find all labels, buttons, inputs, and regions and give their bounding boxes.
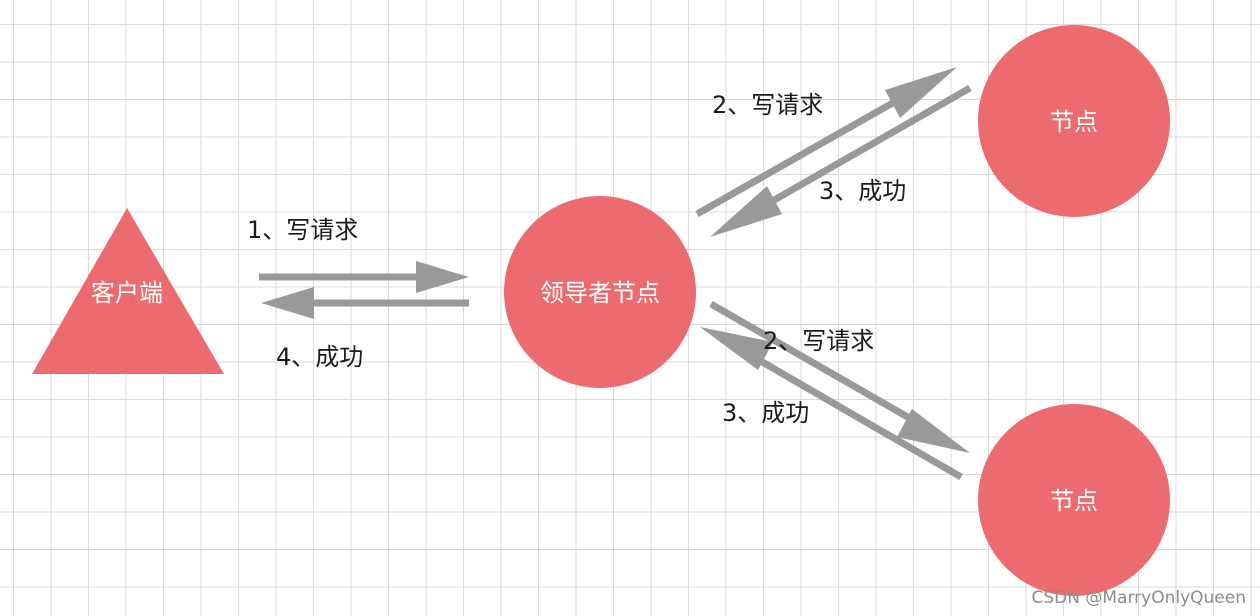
- follower-top-circle: [978, 25, 1170, 217]
- label-leader-to-bottom: 2、写请求: [763, 327, 874, 355]
- client-triangle: [32, 208, 224, 374]
- arrow-leader-to-client: [261, 287, 469, 319]
- label-top-to-leader: 3、成功: [819, 177, 906, 205]
- label-leader-to-top: 2、写请求: [712, 91, 823, 119]
- arrow-top-to-leader: [710, 84, 972, 237]
- client-label: 客户端: [91, 279, 163, 307]
- label-bottom-to-leader: 3、成功: [722, 399, 809, 427]
- leader-label: 领导者节点: [540, 279, 660, 307]
- client-node[interactable]: 客户端: [32, 208, 224, 374]
- arrow-leader-to-bottom: [709, 300, 970, 453]
- follower-top-node[interactable]: 节点: [978, 25, 1170, 217]
- label-client-to-leader: 1、写请求: [247, 216, 358, 244]
- follower-bottom-circle: [978, 404, 1170, 596]
- leader-circle: [504, 196, 696, 388]
- follower-top-label: 节点: [1050, 108, 1098, 136]
- label-leader-to-client: 4、成功: [276, 343, 363, 371]
- arrow-leader-to-top: [695, 67, 957, 218]
- leader-node[interactable]: 领导者节点: [504, 196, 696, 388]
- arrow-bottom-to-leader: [700, 327, 963, 481]
- watermark: CSDN @MarryOnlyQueen: [1032, 588, 1246, 608]
- follower-bottom-label: 节点: [1050, 487, 1098, 515]
- follower-bottom-node[interactable]: 节点: [978, 404, 1170, 596]
- arrow-client-to-leader: [259, 261, 469, 293]
